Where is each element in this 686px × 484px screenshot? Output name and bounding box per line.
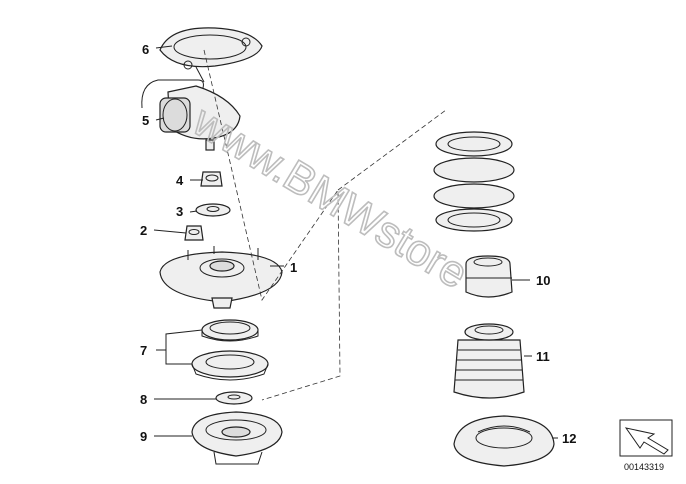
leader-lines bbox=[153, 45, 558, 439]
callout-5[interactable]: 5 bbox=[142, 113, 149, 128]
callout-2[interactable]: 2 bbox=[140, 223, 147, 238]
part-4-nut[interactable] bbox=[200, 171, 223, 187]
reference-box: 00143319 bbox=[619, 419, 673, 472]
part-10-bump-stop[interactable] bbox=[465, 255, 513, 298]
assembly-guide-line bbox=[203, 49, 341, 401]
callout-4[interactable]: 4 bbox=[176, 173, 184, 188]
part-6-upper-plate[interactable] bbox=[159, 27, 263, 83]
part-11-bellows[interactable] bbox=[453, 323, 525, 399]
callout-10[interactable]: 10 bbox=[536, 273, 550, 288]
part-3-washer[interactable] bbox=[195, 203, 231, 217]
callout-6[interactable]: 6 bbox=[142, 42, 149, 57]
part-7-upper-bearing[interactable] bbox=[201, 319, 259, 342]
direction-arrow-icon bbox=[624, 427, 669, 455]
callout-9[interactable]: 9 bbox=[140, 429, 147, 444]
part-9-spring-seat[interactable] bbox=[191, 411, 283, 465]
part-1-strut-mount[interactable] bbox=[159, 246, 283, 309]
callout-12[interactable]: 12 bbox=[562, 431, 576, 446]
callout-3[interactable]: 3 bbox=[176, 204, 183, 219]
part-8-washer[interactable] bbox=[215, 391, 253, 405]
reference-number: 00143319 bbox=[624, 462, 664, 472]
part-12-spring-pad[interactable] bbox=[453, 415, 555, 467]
callout-7[interactable]: 7 bbox=[140, 343, 147, 358]
callout-11[interactable]: 11 bbox=[536, 349, 550, 364]
part-5-damper-housing[interactable] bbox=[141, 79, 241, 151]
callout-8[interactable]: 8 bbox=[140, 392, 147, 407]
part-2-self-locking-nut[interactable] bbox=[184, 225, 204, 241]
coil-spring[interactable] bbox=[433, 131, 515, 232]
part-7-lower-bearing[interactable] bbox=[191, 350, 269, 381]
assembly-guide-spring bbox=[337, 109, 447, 191]
callout-1[interactable]: 1 bbox=[290, 260, 297, 275]
